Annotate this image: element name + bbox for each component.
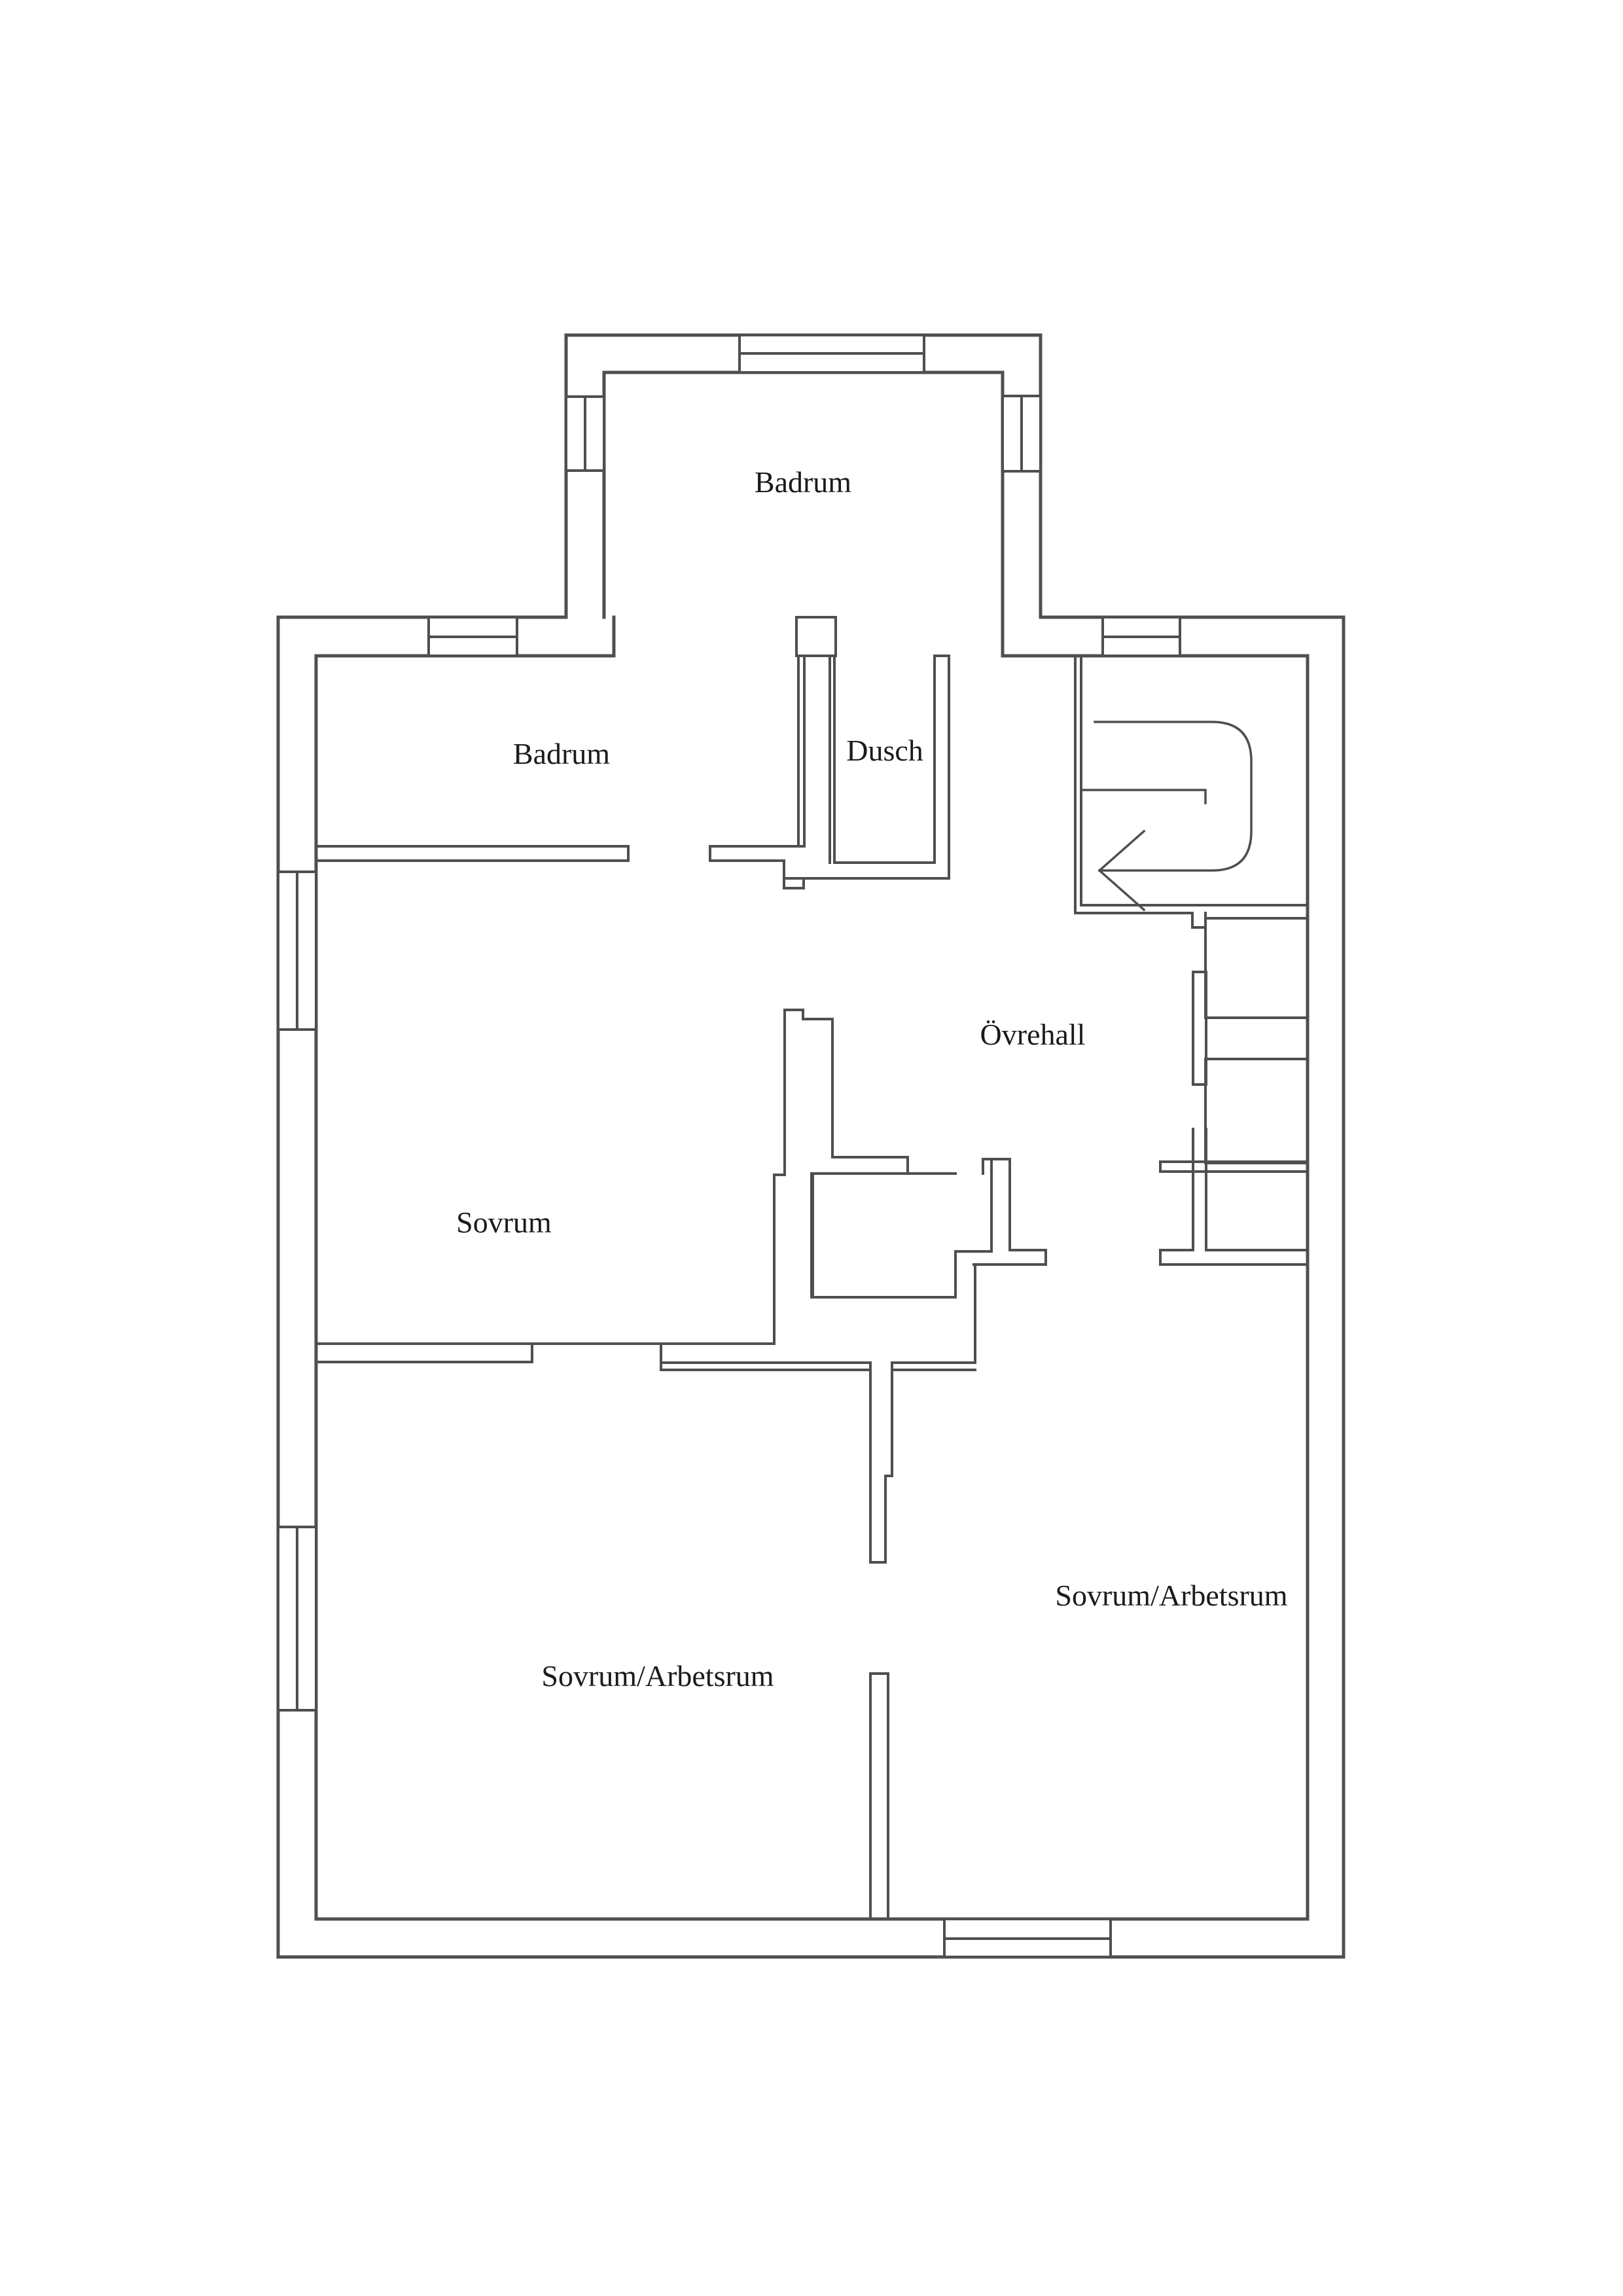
stair-flight [1080,721,1253,912]
wall-dusch [783,655,950,889]
window-top-protrusion [738,334,925,374]
room-label-ovrehall: Övrehall [980,1018,1086,1051]
room-label-sovrum: Sovrum [456,1206,552,1239]
room-label-badrum-left: Badrum [513,737,610,770]
room-label-dusch: Dusch [846,734,923,767]
window-protrusion-right [1001,395,1042,473]
room-label-badrum-upper: Badrum [755,465,851,499]
wall-south-partitions [315,1263,976,1920]
window-protrusion-left [565,395,605,472]
window-left-lower [277,1526,317,1712]
exterior-inner-face [314,370,1310,1921]
exterior-outer-face [276,333,1346,1959]
wall-stairwell [1074,655,1308,929]
stair-arrow-icon [1097,829,1146,912]
window-bottom [943,1918,1112,1958]
window-left-upper [277,870,317,1031]
windows [277,334,1181,1958]
exterior-walls [276,333,1346,1959]
window-top-left-segment [427,616,518,657]
room-label-sovrum-arbetsrum-right: Sovrum/Arbetsrum [1055,1579,1287,1612]
wall-closets-right [1159,917,1308,1266]
room-labels: Badrum Badrum Dusch Övrehall Sovrum Sovr… [456,465,1288,1693]
wall-ovrehall-west [773,1009,1047,1345]
interior-walls [315,616,1308,1920]
wall-protrusion-mouth-block [795,616,837,657]
stair-run-path [1094,721,1253,872]
room-label-sovrum-arbetsrum-left: Sovrum/Arbetsrum [541,1659,774,1693]
window-top-right-segment [1101,616,1181,657]
stair-mid-line [1080,789,1207,804]
